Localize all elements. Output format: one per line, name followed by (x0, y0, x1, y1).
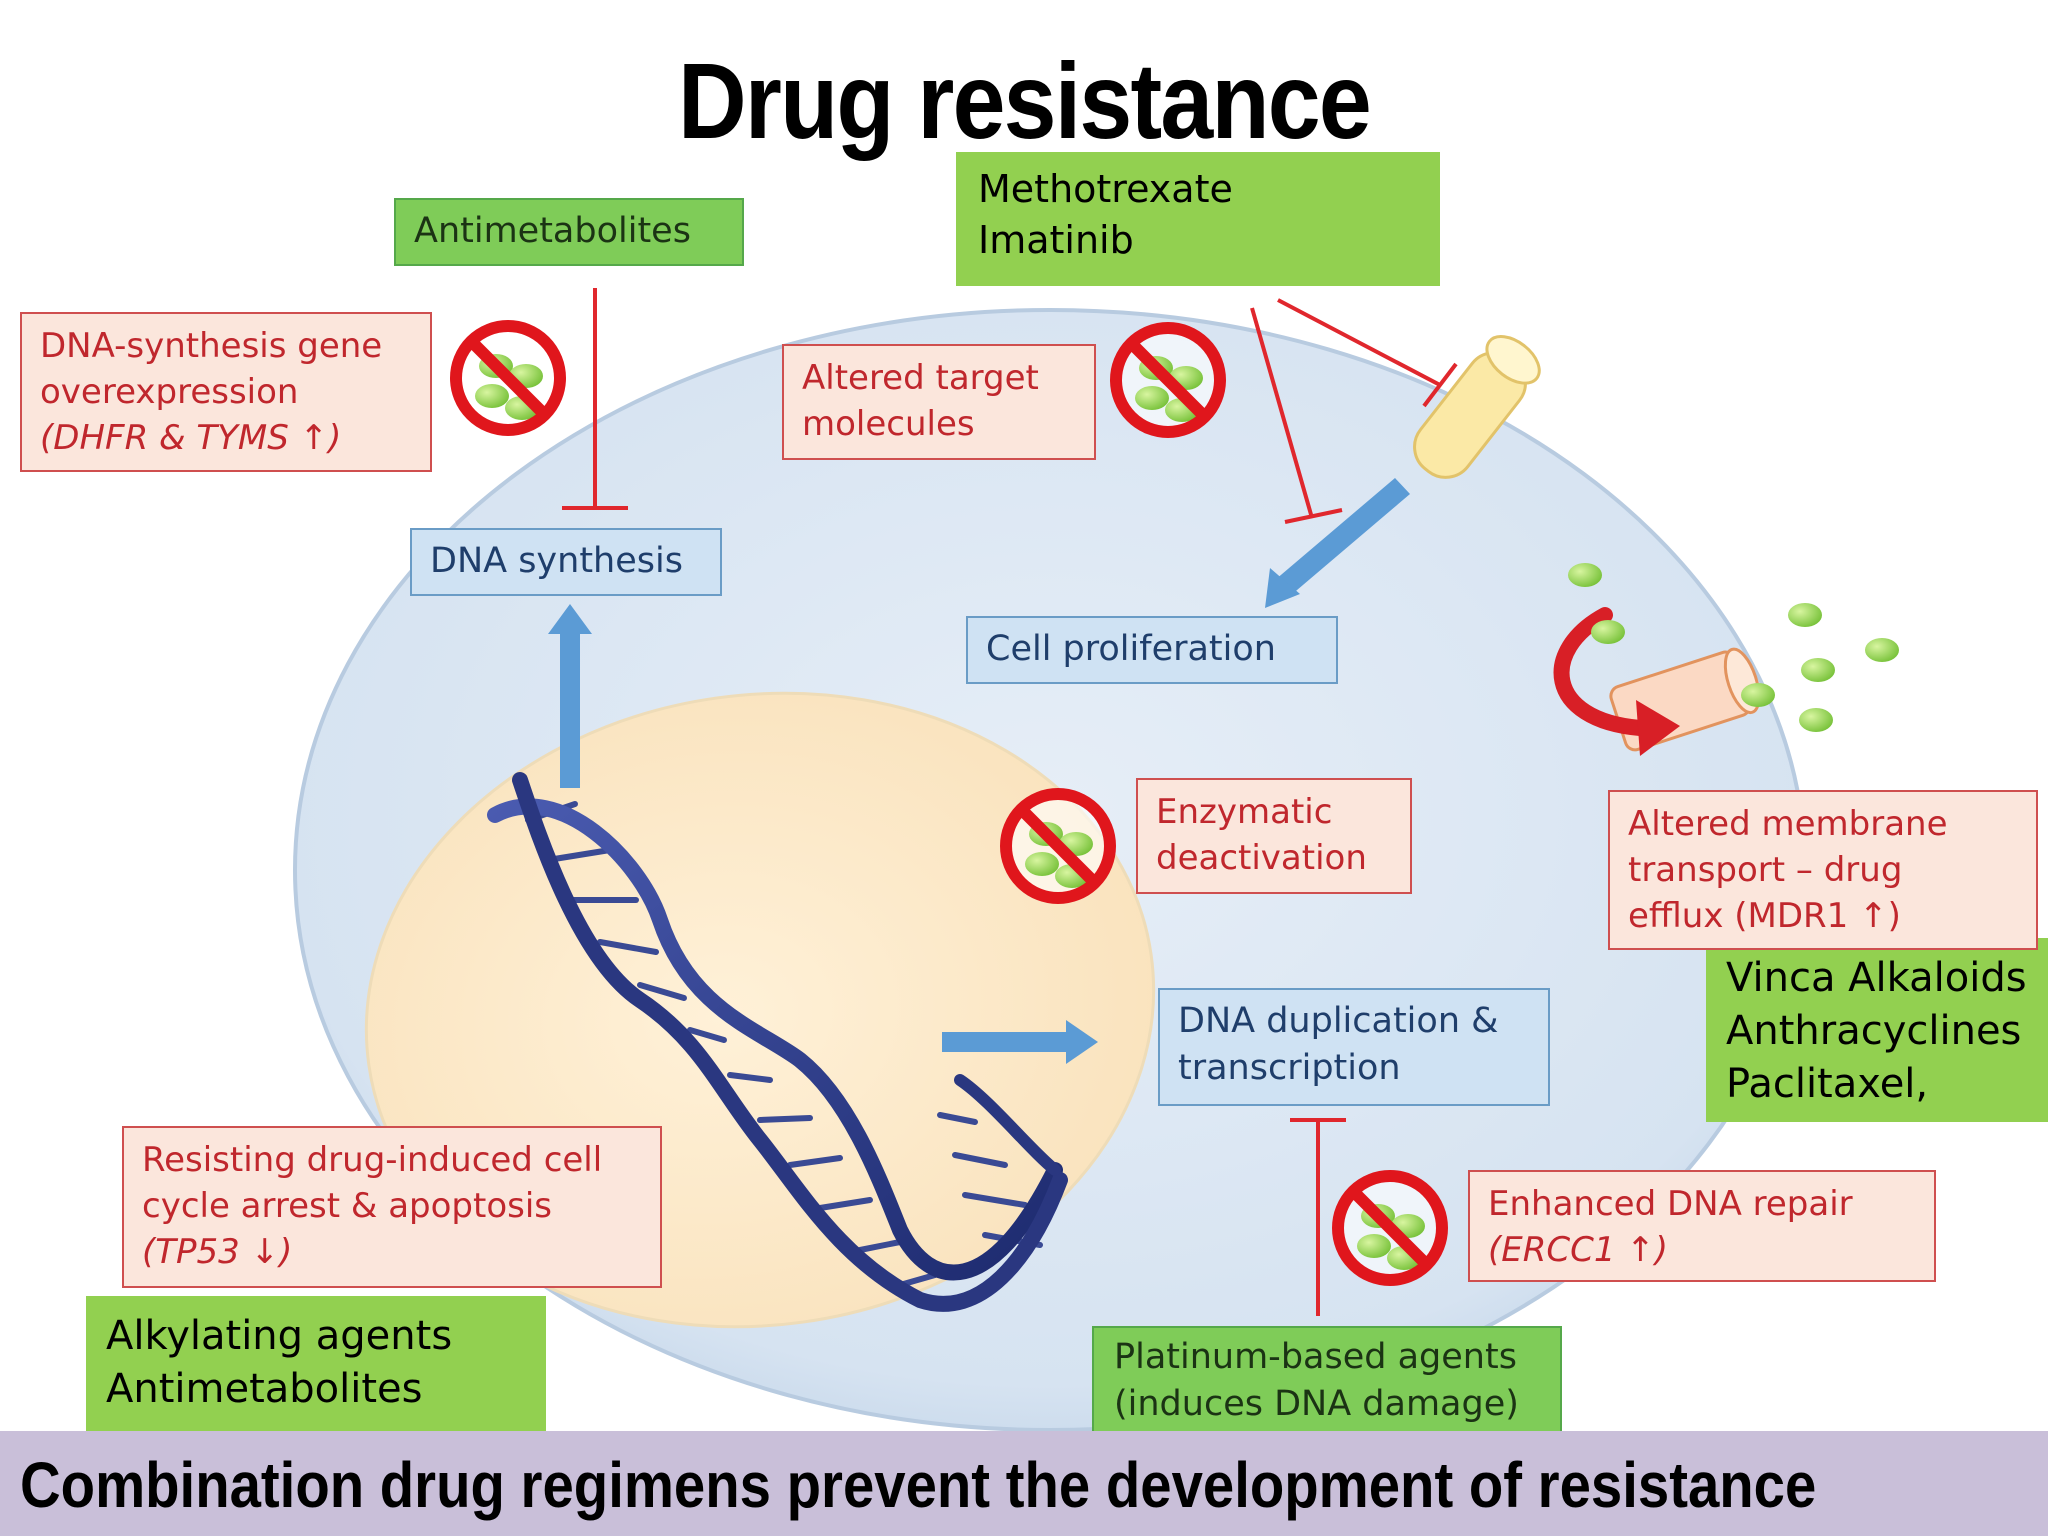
cell-proliferation-target: Cell proliferation (966, 616, 1338, 684)
drug-molecule-icon (1568, 563, 1899, 732)
gene-overexpression-line-2: overexpression (40, 371, 299, 412)
methotrexate-imatinib-label: Methotrexate Imatinib (956, 152, 1440, 286)
footer-band (0, 1431, 2048, 1536)
methotrexate-text: Methotrexate (978, 167, 1233, 211)
dna-synthesis-text: DNA synthesis (430, 541, 683, 581)
apoptosis-line-2: cycle arrest & apoptosis (142, 1185, 553, 1226)
transcription-text: transcription (1178, 1048, 1401, 1089)
dna-duplication-text: DNA duplication & (1178, 1001, 1499, 1041)
inhibition-lines (562, 288, 1458, 1316)
alkylating-group-label: Alkylating agents Antimetabolites (86, 1296, 546, 1440)
no-drug-icon (450, 320, 1448, 1286)
membrane-line-2: transport – drug (1628, 849, 1903, 890)
dna-repair-line-1: Enhanced DNA repair (1488, 1184, 1853, 1224)
gene-overexpression-line-3: (DHFR & TYMS ↑) (40, 417, 342, 458)
pathway-arrows (548, 478, 1410, 1064)
membrane-line-3: efflux (MDR1 ↑) (1628, 895, 1901, 936)
paclitaxel-text: Paclitaxel, (1726, 1061, 1929, 1108)
dna-helix-icon (487, 772, 1068, 1312)
apoptosis-line-1: Resisting drug-induced cell (142, 1140, 603, 1180)
vinca-group-label: Vinca Alkaloids Anthracyclines Paclitaxe… (1706, 938, 2048, 1122)
enzymatic-deactivation-mechanism: Enzymatic deactivation (1136, 778, 1412, 894)
altered-target-line-2: molecules (802, 403, 975, 444)
gene-overexpression-line-1: DNA-synthesis gene (40, 326, 383, 366)
membrane-line-1: Altered membrane (1628, 804, 1948, 844)
membrane-transport-mechanism: Altered membrane transport – drug efflux… (1608, 790, 2038, 950)
altered-target-mechanism: Altered target molecules (782, 344, 1096, 460)
cell-proliferation-text: Cell proliferation (986, 629, 1276, 669)
antimetabolites-label: Antimetabolites (394, 198, 744, 266)
gene-overexpression-mechanism: DNA-synthesis gene overexpression (DHFR … (20, 312, 432, 472)
dna-repair-mechanism: Enhanced DNA repair (ERCC1 ↑) (1468, 1170, 1936, 1282)
dna-synthesis-target: DNA synthesis (410, 528, 722, 596)
platinum-text: Platinum-based agents (1114, 1337, 1517, 1377)
enzymatic-line-2: deactivation (1156, 837, 1367, 878)
dna-repair-line-2: (ERCC1 ↑) (1488, 1229, 1669, 1270)
antimetabolites-text: Antimetabolites (414, 211, 691, 251)
dna-damage-text: (induces DNA damage) (1114, 1384, 1519, 1425)
apoptosis-line-3: (TP53 ↓) (142, 1231, 293, 1272)
anthracyclines-text: Anthracyclines (1726, 1008, 2022, 1055)
alkylating-text: Alkylating agents (106, 1313, 453, 1359)
antimetabolites-2-text: Antimetabolites (106, 1366, 423, 1413)
slide-title: Drug resistance (678, 40, 1372, 161)
platinum-label: Platinum-based agents (induces DNA damag… (1092, 1326, 1562, 1434)
altered-target-line-1: Altered target (802, 358, 1039, 398)
apoptosis-resistance-mechanism: Resisting drug-induced cell cycle arrest… (122, 1126, 662, 1288)
enzymatic-line-1: Enzymatic (1156, 792, 1333, 832)
imatinib-text: Imatinib (978, 217, 1134, 262)
dna-duplication-target: DNA duplication & transcription (1158, 988, 1550, 1106)
footer-text: Combination drug regimens prevent the de… (20, 1449, 1817, 1521)
membrane-channel-icon (1413, 335, 1541, 479)
vinca-text: Vinca Alkaloids (1726, 955, 2027, 1001)
